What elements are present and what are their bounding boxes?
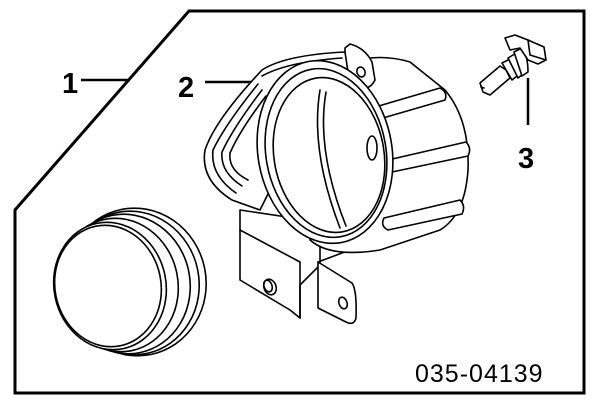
callout-2: 2 bbox=[178, 72, 256, 104]
callout-1: 1 bbox=[62, 68, 130, 100]
diagram-frame bbox=[13, 9, 586, 395]
callout-1-number: 1 bbox=[62, 68, 78, 100]
callout-3: 3 bbox=[518, 78, 534, 175]
part-housing bbox=[203, 43, 471, 325]
reference-code: 035-04139 bbox=[415, 360, 544, 388]
part-lens bbox=[52, 207, 207, 357]
callout-2-number: 2 bbox=[178, 72, 194, 104]
callout-3-number: 3 bbox=[518, 143, 534, 175]
part-bulb bbox=[479, 34, 547, 96]
